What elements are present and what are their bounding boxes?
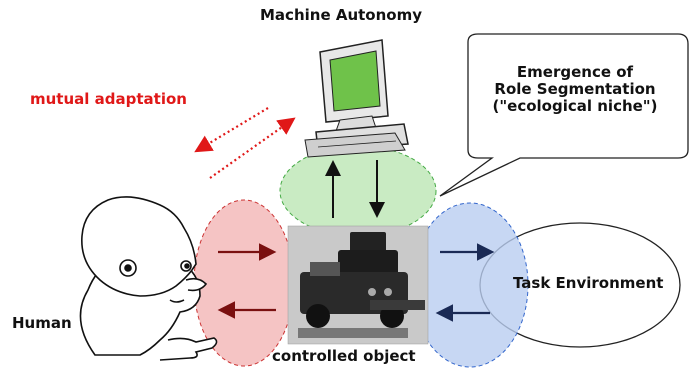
- controlled-object-label: controlled object: [272, 347, 416, 365]
- speech-bubble: [439, 33, 689, 197]
- robot-photo: [287, 225, 429, 345]
- bubble-line-1: Emergence of: [516, 63, 634, 81]
- mutual-arrow-down-left: [194, 107, 269, 153]
- bubble-line-3: ("ecological niche"): [492, 97, 658, 115]
- bubble-line-2: Role Segmentation: [494, 80, 656, 98]
- mutual-arrow-up-right: [209, 117, 296, 179]
- task-region: [411, 202, 529, 368]
- bubble-text: Emergence of Role Segmentation ("ecologi…: [470, 64, 680, 115]
- mutual-adaptation-label: mutual adaptation: [30, 90, 187, 108]
- task-environment-label: Task Environment: [513, 274, 664, 292]
- computer-icon: [304, 39, 409, 158]
- page-title: Machine Autonomy: [260, 6, 422, 24]
- machine-region: [279, 145, 437, 237]
- human-label: Human: [12, 314, 72, 332]
- person-illustration: [79, 196, 218, 361]
